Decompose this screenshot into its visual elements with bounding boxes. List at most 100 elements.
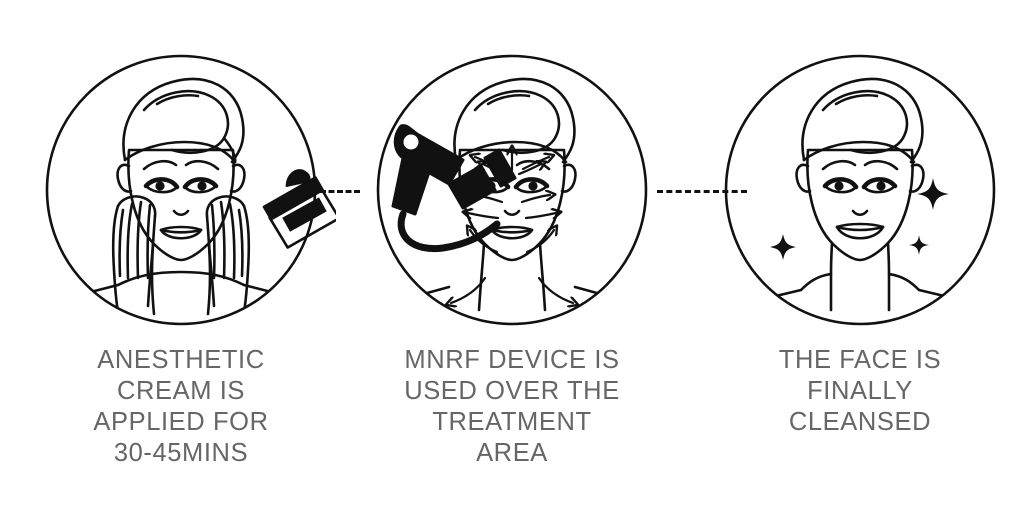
face-outline (806, 148, 914, 262)
pupil-right (876, 181, 886, 191)
finger-left-4 (146, 203, 152, 280)
eyebrow-right (184, 159, 220, 171)
treatment-arrows-icon (451, 151, 573, 303)
sparkle-icon-large (917, 178, 949, 210)
neck-right (538, 241, 547, 312)
mnrf-device-icon (391, 124, 517, 253)
step-panel-3: THE FACE IS FINALLY CLEANSED (705, 0, 1015, 525)
step-caption-1: ANESTHETIC CREAM IS APPLIED FOR 30-45MIN… (93, 346, 269, 467)
shoulder-right-curve (887, 272, 921, 292)
arrow-neck-right (537, 276, 573, 303)
device-button (400, 131, 422, 153)
connector-step-1-to-2 (320, 190, 360, 193)
arrow-jaw-left (470, 230, 499, 254)
illustration-step-2 (376, 54, 648, 326)
shoulder-right-line (573, 285, 646, 312)
eye-lower-right (514, 184, 549, 194)
hand-right-inner (205, 214, 212, 316)
eyelid-right (513, 177, 550, 190)
device-cord (397, 210, 501, 253)
shoulder-left-line (378, 285, 451, 312)
arrow-cheek-right (524, 213, 556, 218)
eyebrow-right (863, 159, 899, 171)
nose (503, 209, 521, 217)
towel-fold-line (155, 93, 200, 106)
towel-knot-edge (222, 136, 237, 164)
teeth-line (835, 225, 885, 232)
pupil-left (834, 181, 844, 191)
finger-left-2 (126, 202, 134, 280)
neck-left (477, 241, 486, 312)
step-caption-2: MNRF DEVICE IS USED OVER THE TREATMENT A… (404, 346, 620, 467)
eyelid-left (143, 177, 180, 190)
device-grip (391, 156, 431, 216)
panel-circle-border-1 (45, 54, 317, 326)
jar-cream-dollop (285, 169, 311, 187)
cream-jar-icon (262, 169, 336, 249)
hand-right-outer (242, 204, 251, 314)
finger-right-1 (237, 208, 244, 278)
arrow-cheek-left (468, 213, 500, 218)
nose (851, 209, 869, 217)
finger-right-3 (219, 200, 226, 280)
step-caption-3: THE FACE IS FINALLY CLEANSED (778, 346, 942, 436)
nose (172, 209, 190, 217)
towel-twist (473, 89, 561, 154)
towel-outer (801, 77, 924, 164)
towel-fold-line (486, 93, 531, 106)
towel-outer (122, 77, 245, 164)
connector-step-2-to-3 (657, 190, 747, 193)
shoulder-right-line (242, 283, 315, 308)
eye-lower-right (183, 184, 218, 194)
step-panel-2: MNRF DEVICE IS USED OVER THE TREATMENT A… (357, 0, 667, 525)
eye-lower-right (862, 184, 897, 194)
woman-cleansed-face-figure (726, 77, 994, 312)
pupil-right (197, 181, 207, 191)
panel-circle-border-2 (376, 54, 648, 326)
illustration-step-3 (724, 54, 996, 326)
jar-label (282, 197, 327, 232)
hand-right (205, 195, 251, 316)
hand-left-top (116, 195, 157, 218)
woman-applying-cream-figure (47, 77, 315, 316)
face-outline (127, 148, 235, 262)
hand-left-inner (150, 214, 157, 316)
hand-left-outer (111, 204, 120, 314)
pupil-right (528, 181, 538, 191)
towel-fold-line (834, 93, 879, 106)
towel-outer (453, 77, 576, 164)
pupil-left (155, 181, 165, 191)
sparkle-icon-left (770, 234, 796, 260)
towel-twist (821, 89, 909, 154)
device-tip (483, 148, 517, 188)
ear-right (908, 163, 925, 193)
finger-right-4 (210, 203, 216, 280)
device-body (447, 164, 497, 210)
arrow-neck-left (451, 276, 487, 303)
towel-brim (802, 140, 916, 164)
step-panel-1: ANESTHETIC CREAM IS APPLIED FOR 30-45MIN… (26, 0, 336, 525)
hand-right-top (205, 195, 246, 218)
eyelid-right (182, 177, 219, 190)
shoulder-left-curve (799, 272, 833, 292)
finger-left-1 (118, 208, 125, 278)
ear-left (795, 163, 812, 193)
hand-left (111, 195, 157, 316)
arrow-undereye-right (520, 195, 550, 204)
shoulder-left-line (47, 283, 120, 308)
mouth-line (159, 228, 203, 234)
jar-lid (262, 176, 324, 221)
towel-brim (123, 140, 237, 164)
finger-right-2 (228, 202, 236, 280)
eyebrow-left (821, 159, 857, 171)
eye-lower-left (144, 184, 179, 194)
towel-twist (142, 89, 230, 154)
eye-lower-left (823, 184, 858, 194)
sparkle-icon-small (909, 235, 929, 255)
arrow-jaw-right (525, 230, 554, 254)
illustration-step-1 (45, 54, 336, 326)
finger-left-3 (136, 200, 143, 280)
ear-right (560, 163, 577, 193)
towel-brim (454, 140, 568, 164)
